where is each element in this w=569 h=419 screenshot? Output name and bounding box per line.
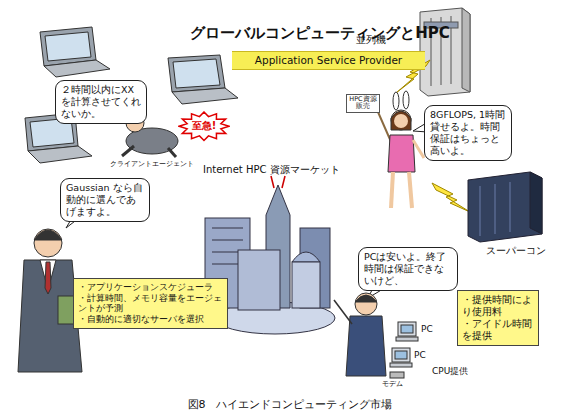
vendor-figure [413,140,424,158]
device-label: PC [414,350,426,360]
vendor-figure [394,114,408,128]
figure-caption: 図8 ハイエンドコンピューティング市場 [120,397,460,412]
diagram-title: グローバルコンピューティングとHPC [160,24,480,43]
pc-icon [401,325,413,333]
speech-bubble: PCは安いよ。終了時間は保証できないけど、 [358,247,458,291]
vendor-figure [391,111,411,130]
laptop-icon [44,60,110,77]
device-label: PC [421,324,433,334]
speech-bubble: Gaussian なら自動的に選んであげますよ。 [60,178,150,222]
device-label: スーパーコン [486,246,546,257]
scheduler-figure [34,230,62,240]
building-cluster [292,262,320,308]
building-cluster [212,228,243,229]
node-text: ・自動的に適切なサーバを選択 [78,314,223,325]
vendor-figure [393,92,399,110]
pc-icon [398,322,416,336]
supercomputer-icon [480,186,481,236]
vendor-figure [391,110,411,130]
building-cluster [271,176,274,188]
burst-outline [179,112,229,141]
node-text: Gaussian なら自動的に選んであげますよ。 [66,182,144,218]
node-text: ・計算時間、メモリ容量をエージェントが予測 [78,293,223,314]
device-label: 並列機 [356,34,386,46]
laptop-icon [168,55,225,92]
scheduler-figure [34,229,62,257]
node-text: ・提供時間により使用料 [462,294,534,318]
pc-icon [396,337,418,341]
vendor-figure [388,135,415,172]
parallel-machine-icon [420,8,470,96]
parallel-machine-icon [420,8,470,96]
pc-icon [390,363,412,367]
client-agent-figure [122,146,134,156]
laptop-icon [45,32,91,61]
presenter-figure [334,293,386,376]
role-label: クライアントエージェント [110,160,194,168]
feature-box: ・アプリケーションスケジューラ・計算時間、メモリ容量をエージェントが予測・自動的… [73,278,228,329]
market-label: Internet HPC 資源マーケット [203,164,340,176]
building-cluster [212,240,243,241]
vendor-figure [378,91,424,208]
laptop-icon [173,59,220,88]
pc-icon [395,351,407,359]
node-text: ・アイドル時間を提供 [462,318,534,342]
asp-banner: Application Service Provider [232,51,425,70]
laptop-icon [172,88,238,104]
vendor-figure [403,91,409,109]
supercomputer-icon [530,172,542,234]
urgent-burst: 至急! [178,111,230,142]
node-text: ・アプリケーションスケジューラ [78,282,223,293]
sale-sign: HPC資源販売 [346,94,380,113]
pc-icon [390,372,404,378]
node-text: 至急! [185,120,223,133]
vendor-figure [409,172,412,208]
speech-bubble: ２時間以内にXXを計算させてくれないか。 [55,80,147,124]
supercomputer-icon [510,182,511,232]
node-text: Application Service Provider [236,54,421,67]
vendor-figure [391,172,393,208]
supercomputer-icon [468,172,542,242]
building-cluster [282,176,285,188]
building-cluster [238,250,280,310]
presenter-figure [346,316,386,376]
device-label: CPU提供 [432,366,468,376]
node-text: HPC資源販売 [349,96,377,111]
node-text: 8GFLOPS, 1時間貸せるよ。時間保証はちょっと高いよ。 [430,109,506,157]
feature-box: ・提供時間により使用料・アイドル時間を提供 [457,290,539,346]
laptop-icon [28,146,92,163]
presenter-figure [355,295,377,302]
supercomputer-icon [468,172,542,242]
laptop-icon [40,27,96,66]
node-text: ２時間以内にXXを計算させてくれないか。 [61,84,141,120]
laptop-icon [25,27,238,163]
speech-bubble: 8GFLOPS, 1時間貸せるよ。時間保証はちょっと高いよ。 [424,105,512,161]
pc-icon [392,348,410,362]
scheduler-figure [45,262,51,294]
presenter-figure [334,300,352,324]
client-agent-figure [168,148,176,157]
lightning-bolt [432,183,470,212]
presenter-figure [355,293,377,315]
pc-icon [390,322,418,378]
supercomputer-icon [495,184,496,234]
parallel-machine-icon [462,8,470,92]
device-label: モデム [382,381,403,388]
building-cluster [292,252,320,262]
node-text: PCは安いよ。終了時間は保証できないけど、 [364,251,452,287]
